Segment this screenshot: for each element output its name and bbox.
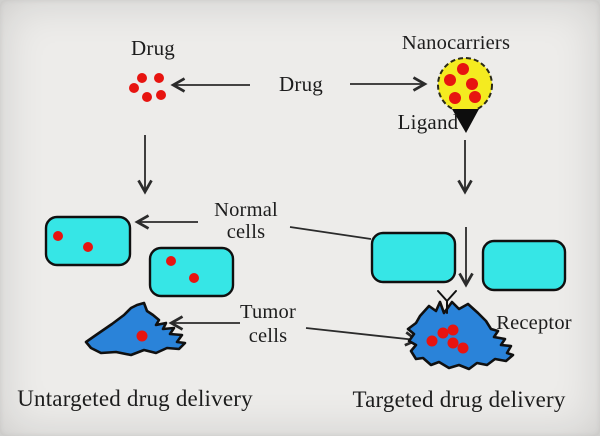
label-nanocarriers: Nanocarriers [401, 32, 511, 54]
nanocarrier-sphere [437, 57, 493, 113]
label-tumor-cells-line2: cells [248, 324, 288, 347]
label-ligand: Ligand [397, 110, 459, 134]
tumor-cell-targeted [406, 300, 515, 371]
arrow-tumor-right [305, 327, 420, 347]
tumor-cell-untargeted [84, 301, 187, 357]
label-receptor: Receptor [496, 312, 572, 334]
label-tumor-cells: Tumor cells [240, 301, 296, 348]
normal-cell-targeted-2 [481, 239, 567, 292]
caption-untargeted: Untargeted drug delivery [17, 386, 253, 411]
label-normal-cells-line2: cells [226, 220, 266, 243]
receptor-y-shape [437, 290, 457, 314]
normal-cell-targeted-1 [370, 231, 457, 284]
label-drug-source: Drug [131, 36, 175, 60]
ligand-triangle [452, 109, 479, 133]
label-tumor-cells-line1: Tumor [239, 301, 297, 323]
line-normal-right [289, 226, 372, 240]
normal-cell-untargeted-1 [44, 215, 132, 267]
label-drug-free: Drug [279, 72, 323, 96]
label-normal-cells-line1: Normal [214, 199, 278, 221]
caption-targeted: Targeted drug delivery [352, 387, 566, 412]
free-drug-dots [129, 73, 166, 102]
normal-cell-untargeted-2 [148, 246, 235, 298]
label-normal-cells: Normal cells [214, 199, 278, 243]
